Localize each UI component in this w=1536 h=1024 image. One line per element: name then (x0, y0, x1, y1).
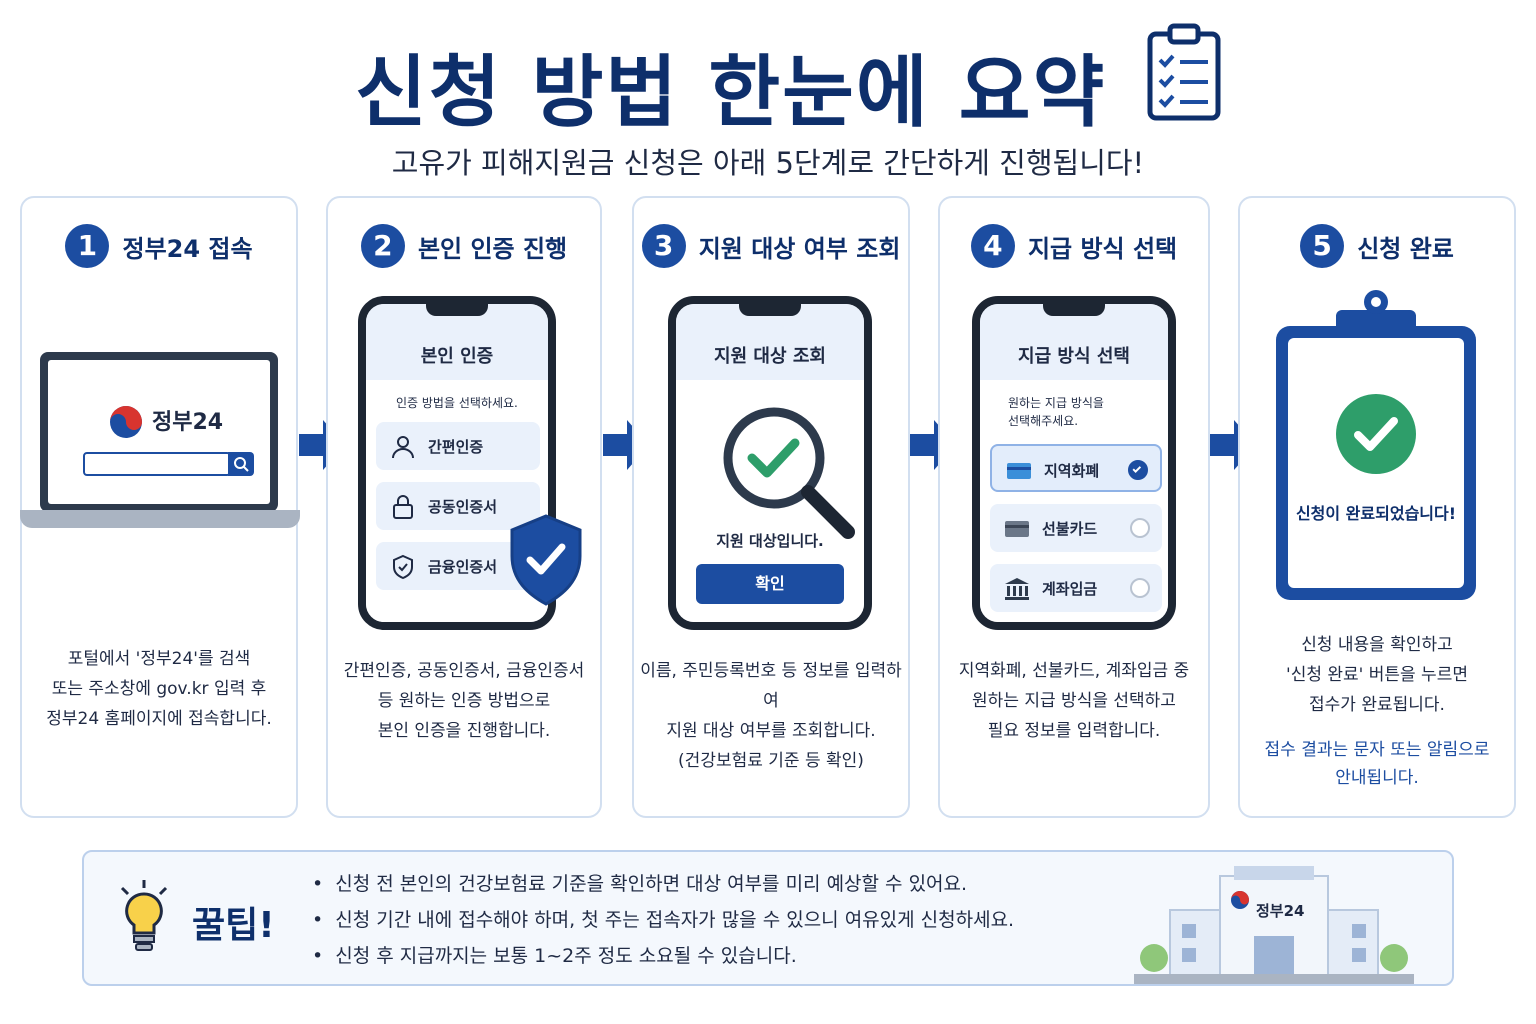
desc-line: 필요 정보를 입력합니다. (987, 721, 1161, 741)
gov-brand-text: 정부24 (152, 410, 224, 435)
tip-item: 신청 후 지급까지는 보통 1~2주 정도 소요될 수 있습니다. (312, 938, 1014, 974)
completion-clipboard: 신청이 완료되었습니다! (1272, 288, 1480, 604)
option-label: 금융인증서 (428, 558, 498, 576)
gov-logo-icon (110, 406, 142, 438)
check-circle-icon (1336, 394, 1416, 474)
shield-icon (393, 554, 413, 580)
laptop-illustration: 정부24 (20, 352, 300, 532)
phone-subtitle: 원하는 지급 방식을 선택해주세요. (1008, 396, 1104, 428)
step-header: 1 정부24 접속 (22, 224, 296, 268)
lightbulb-icon (120, 880, 168, 951)
step-description: 간편인증, 공동인증서, 금융인증서 등 원하는 인증 방법으로 본인 인증을 … (328, 656, 600, 746)
phone-eligibility: 지원 대상 조회 지원 대상입니다. 확인 (668, 296, 872, 630)
phone-title: 본인 인증 (420, 346, 494, 367)
step-description: 신청 내용을 확인하고 '신청 완료' 버튼을 누르면 접수가 완료됩니다. (1240, 630, 1514, 720)
step-number: 4 (970, 224, 1015, 268)
shield-check-icon (510, 514, 582, 606)
search-icon (234, 457, 249, 472)
option-label: 계좌입금 (1042, 580, 1098, 598)
desc-line: 본인 인증을 진행합니다. (377, 721, 551, 741)
completion-message: 신청이 완료되었습니다! (1295, 504, 1457, 523)
desc-line: 원하는 지급 방식을 선택하고 (972, 691, 1176, 711)
phone-title: 지급 방식 선택 (1018, 346, 1130, 367)
option-label: 공동인증서 (428, 498, 498, 516)
step-header: 5 신청 완료 (1240, 224, 1514, 268)
step-title: 정부24 접속 (122, 234, 253, 263)
confirm-button[interactable]: 확인 (696, 564, 844, 604)
option-label: 선불카드 (1042, 520, 1098, 538)
search-input[interactable] (83, 452, 231, 476)
desc-line: 포털에서 '정부24'를 검색 (67, 649, 251, 669)
step-title: 지원 대상 여부 조회 (698, 234, 901, 263)
laptop-base (20, 510, 300, 528)
option-label: 지역화폐 (1044, 462, 1100, 480)
step-title: 지급 방식 선택 (1027, 234, 1178, 263)
desc-line: 지원 대상 여부를 조회합니다. (666, 721, 876, 741)
step-title: 본인 인증 진행 (417, 234, 568, 263)
step-header: 2 본인 인증 진행 (328, 224, 600, 268)
tips-label: 꿀팁! (192, 905, 275, 946)
step-header: 3 지원 대상 여부 조회 (634, 224, 908, 268)
search-button[interactable] (228, 452, 254, 476)
step-number: 5 (1300, 224, 1345, 268)
card-icon (1005, 521, 1029, 537)
check-icon (1132, 466, 1142, 473)
bank-icon (1005, 578, 1029, 600)
page-subtitle: 고유가 피해지원금 신청은 아래 5단계로 간단하게 진행됩니다! (391, 146, 1145, 180)
step-header: 4 지급 방식 선택 (940, 224, 1208, 268)
tips-list: 신청 전 본인의 건강보험료 기준을 확인하면 대상 여부를 미리 예상할 수 … (312, 866, 1014, 974)
step-note: 접수 결과는 문자 또는 알림으로 안내됩니다. (1240, 736, 1514, 792)
header: 신청 방법 한눈에 요약 (0, 22, 1536, 138)
clipboard-check-icon (1147, 23, 1221, 121)
desc-line: 또는 주소창에 gov.kr 입력 후 (51, 679, 267, 699)
radio-selected[interactable] (1128, 460, 1148, 480)
building-brand-text: 정부24 (1256, 902, 1305, 920)
building-illustration: 정부24 (1134, 862, 1414, 986)
page-title: 신청 방법 한눈에 요약 (355, 48, 1107, 138)
tip-item: 신청 전 본인의 건강보험료 기준을 확인하면 대상 여부를 미리 예상할 수 … (312, 866, 1014, 902)
user-icon (392, 436, 414, 459)
step-number: 2 (360, 224, 405, 268)
payment-option-prepaid-card[interactable]: 선불카드 (990, 504, 1162, 552)
radio-unselected[interactable] (1130, 518, 1150, 538)
note-line: 안내됩니다. (1335, 768, 1419, 788)
step-number: 3 (641, 224, 686, 268)
desc-line: '신청 완료' 버튼을 누르면 (1286, 665, 1468, 685)
note-line: 접수 결과는 문자 또는 알림으로 (1264, 740, 1490, 760)
laptop-screen: 정부24 (40, 352, 278, 512)
phone-payment: 지급 방식 선택 원하는 지급 방식을 선택해주세요. 지역화폐 선불카드 (972, 296, 1176, 630)
desc-line: 간편인증, 공동인증서, 금융인증서 (343, 661, 585, 681)
lock-icon (393, 495, 413, 519)
desc-line: 등 원하는 인증 방법으로 (377, 691, 551, 711)
building-icon (1134, 866, 1414, 984)
auth-option-joint[interactable]: 공동인증서 (376, 482, 540, 530)
tip-item: 신청 기간 내에 접수해야 하며, 첫 주는 접속자가 많을 수 있으니 여유있… (312, 902, 1014, 938)
desc-line: 접수가 완료됩니다. (1309, 695, 1445, 715)
step-description: 지역화폐, 선불카드, 계좌입금 중 원하는 지급 방식을 선택하고 필요 정보… (940, 656, 1208, 746)
desc-line: 지역화폐, 선불카드, 계좌입금 중 (958, 661, 1190, 681)
payment-option-local-currency[interactable]: 지역화폐 (990, 444, 1162, 492)
auth-option-simple[interactable]: 간편인증 (376, 422, 540, 470)
desc-line: (건강보험료 기준 등 확인) (678, 751, 864, 771)
phone-subtitle: 인증 방법을 선택하세요. (396, 396, 518, 410)
desc-line: 정부24 홈페이지에 접속합니다. (46, 709, 272, 729)
card-icon (1007, 463, 1031, 479)
phone-auth: 본인 인증 인증 방법을 선택하세요. 간편인증 공동인증서 금융인증서 (358, 296, 556, 630)
payment-option-bank-transfer[interactable]: 계좌입금 (990, 564, 1162, 612)
phone-title: 지원 대상 조회 (714, 346, 826, 367)
option-label: 간편인증 (428, 438, 484, 456)
radio-unselected[interactable] (1130, 578, 1150, 598)
step-number: 1 (65, 224, 110, 268)
step-title: 신청 완료 (1357, 234, 1454, 263)
desc-line: 신청 내용을 확인하고 (1301, 635, 1453, 655)
step-description: 포털에서 '정부24'를 검색 또는 주소창에 gov.kr 입력 후 정부24… (22, 644, 296, 734)
eligibility-result: 지원 대상입니다. (716, 532, 824, 550)
tips-panel: 꿀팁! 신청 전 본인의 건강보험료 기준을 확인하면 대상 여부를 미리 예상… (82, 850, 1454, 986)
step-description: 이름, 주민등록번호 등 정보를 입력하여 지원 대상 여부를 조회합니다. (… (634, 656, 908, 776)
magnifier-check-icon (723, 407, 855, 539)
desc-line: 이름, 주민등록번호 등 정보를 입력하여 (640, 661, 902, 711)
